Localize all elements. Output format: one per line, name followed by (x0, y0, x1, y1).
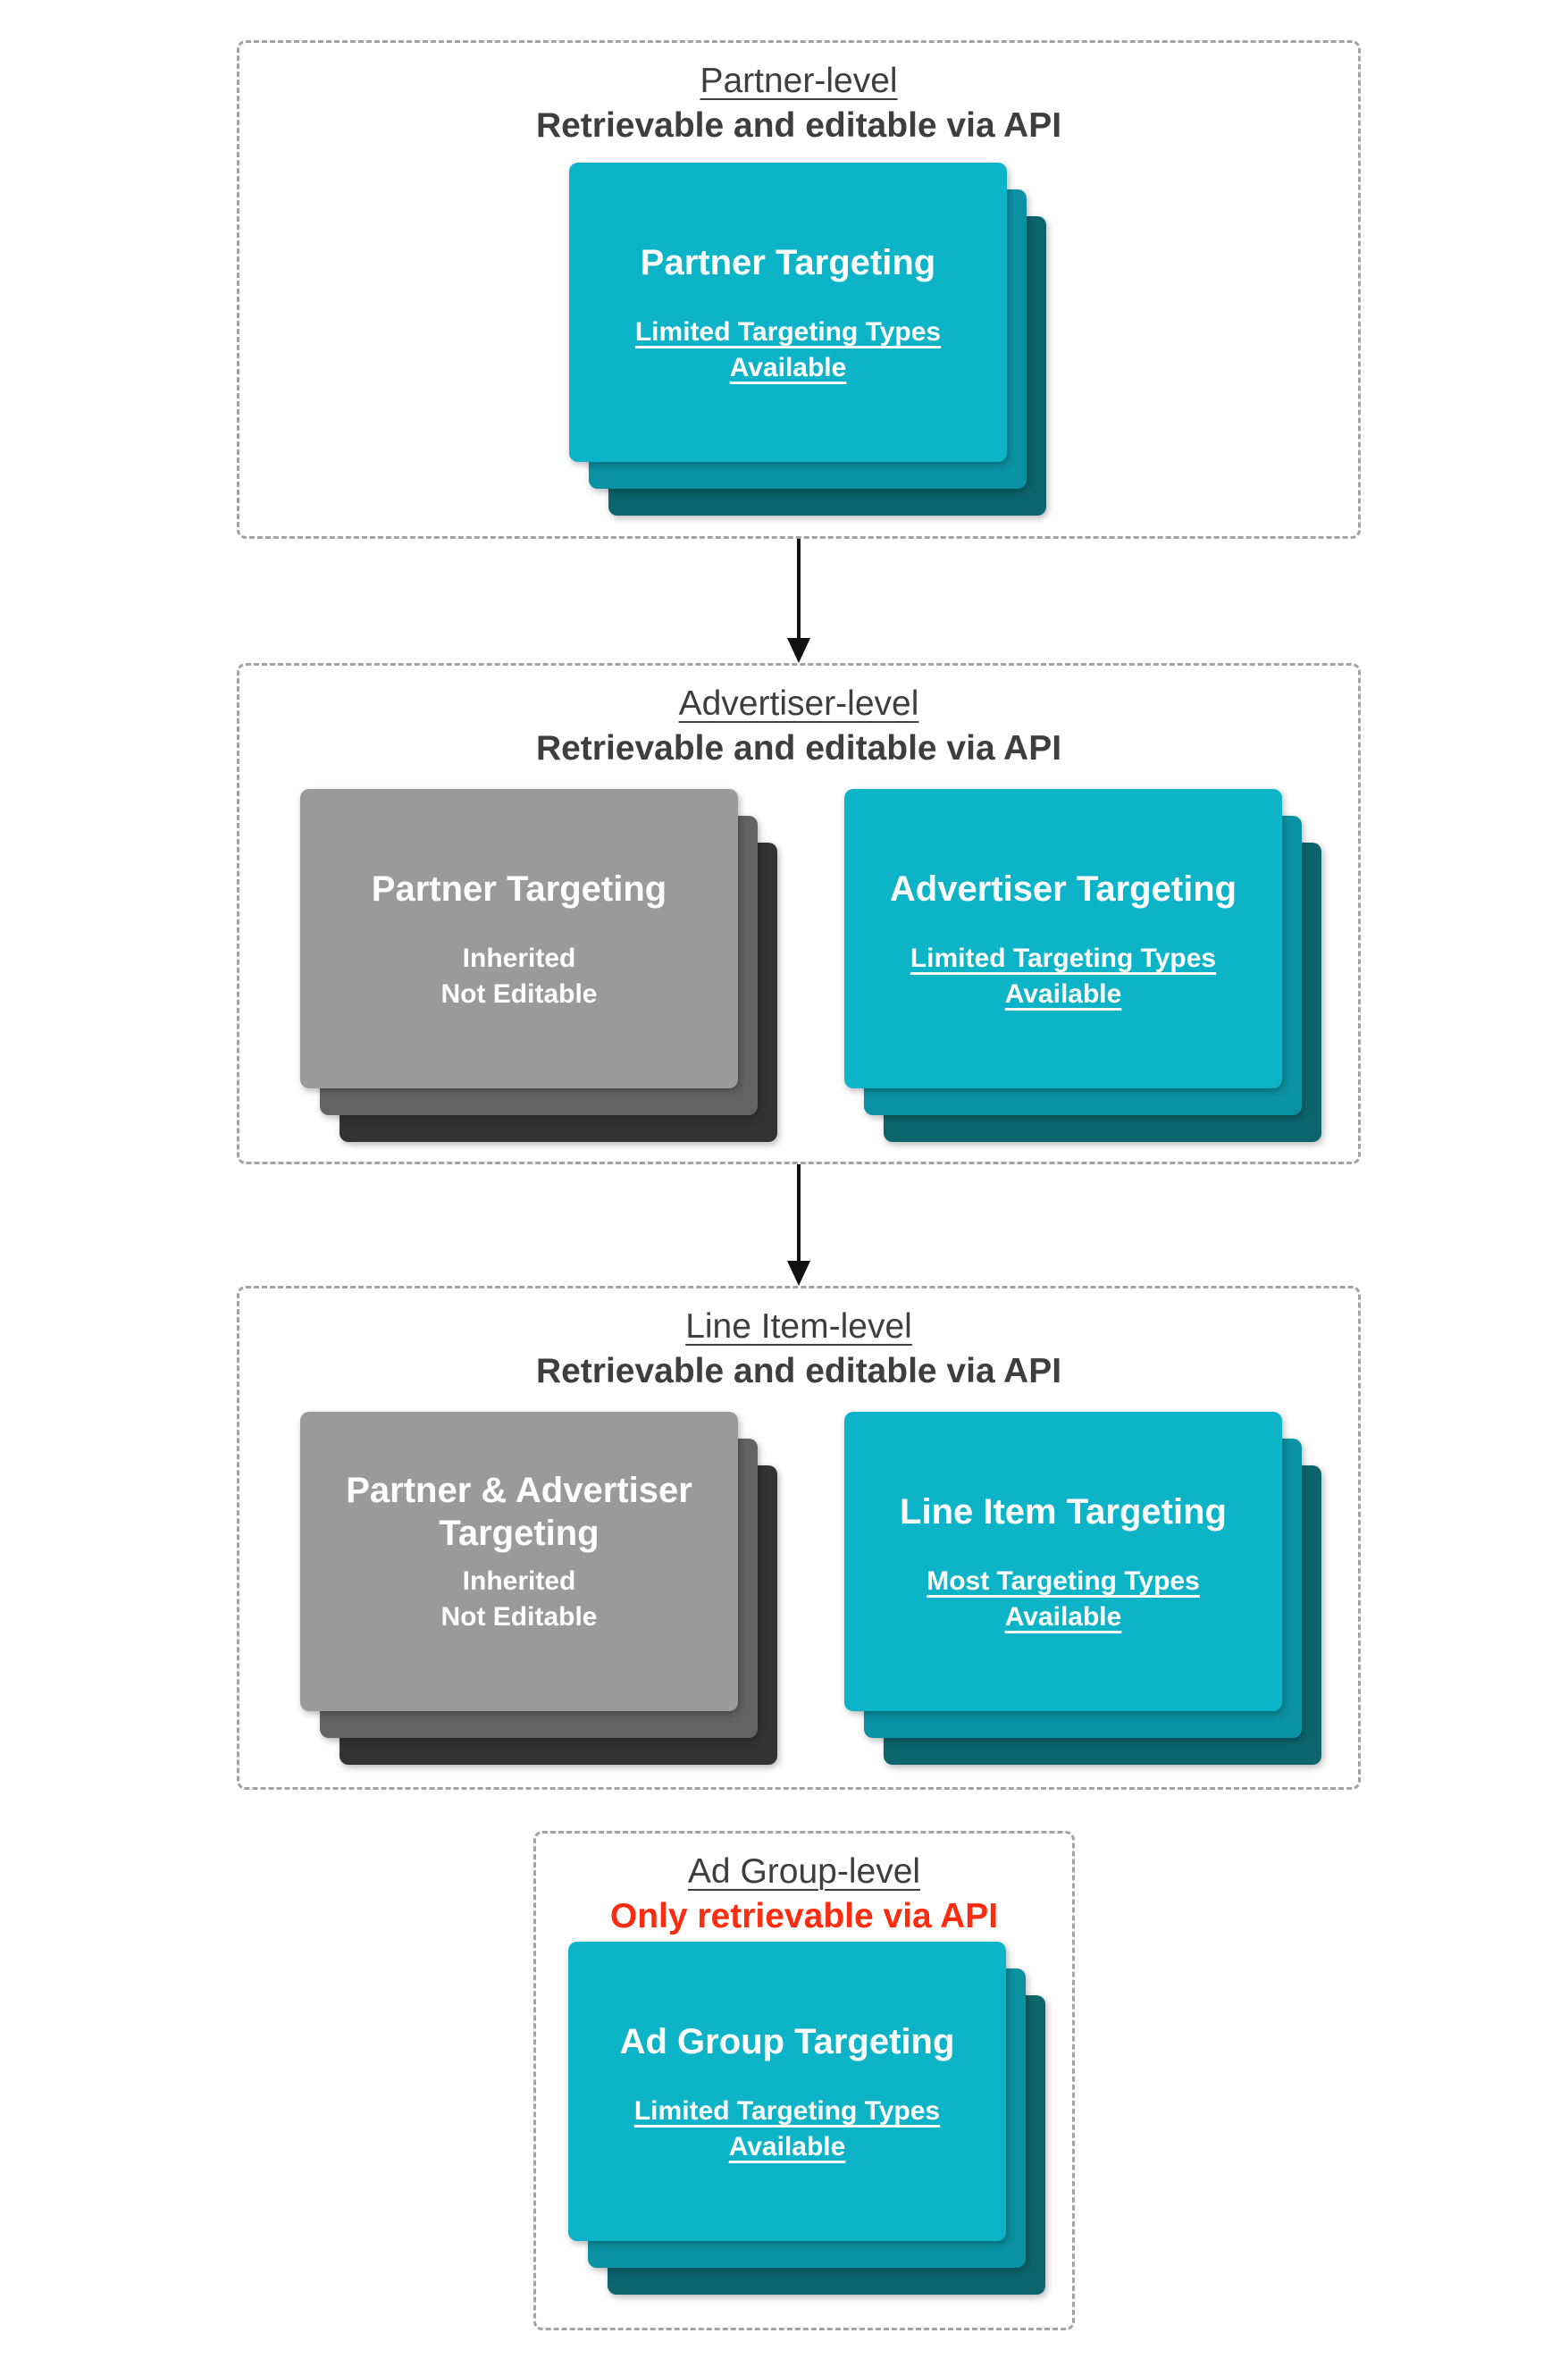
card-subtitle: Inherited Not Editable (300, 1564, 738, 1635)
section-title-line-item-level: Line Item-level (685, 1307, 912, 1346)
section-line-item-level: Line Item-level Retrievable and editable… (237, 1286, 1361, 1790)
card-stack-partner-targeting: Partner Targeting Limited Targeting Type… (569, 163, 1046, 516)
card-subtitle-line: Not Editable (440, 979, 598, 1009)
card-subtitle-line: Limited Targeting Types (634, 317, 942, 347)
card-ad-group-targeting: Ad Group Targeting Limited Targeting Typ… (568, 1942, 1006, 2241)
card-subtitle-line: Limited Targeting Types (633, 2096, 941, 2126)
section-title-ad-group-level: Ad Group-level (687, 1852, 921, 1891)
arrow-head-icon (787, 638, 810, 663)
card-subtitle-line: Most Targeting Types (927, 1566, 1200, 1596)
arrow-head-icon (787, 1261, 810, 1286)
section-subtitle-line-item-level: Retrievable and editable via API (535, 1352, 1062, 1390)
card-subtitle-line: Available (729, 353, 847, 382)
card-subtitle: Most Targeting Types Available (844, 1564, 1282, 1635)
card-title: Partner Targeting (371, 869, 667, 909)
card-subtitle: Limited Targeting Types Available (569, 315, 1007, 386)
card-title: Partner Targeting (640, 243, 936, 282)
card-partner-targeting: Partner Targeting Limited Targeting Type… (569, 163, 1007, 462)
card-subtitle-line: Available (728, 2132, 846, 2161)
card-stack-inherited-partner-targeting: Partner Targeting Inherited Not Editable (300, 789, 777, 1142)
section-subtitle-partner-level: Retrievable and editable via API (535, 106, 1062, 145)
section-subtitle-ad-group-level: Only retrievable via API (609, 1897, 999, 1935)
card-subtitle-line: Available (1004, 979, 1122, 1009)
section-advertiser-level: Advertiser-level Retrievable and editabl… (237, 663, 1361, 1164)
card-subtitle-line: Inherited (462, 1566, 576, 1596)
section-ad-group-level: Ad Group-level Only retrievable via API … (533, 1831, 1075, 2330)
arrow-shaft (797, 539, 801, 638)
card-partner-targeting-inherited: Partner Targeting Inherited Not Editable (300, 789, 738, 1088)
card-title: Ad Group Targeting (619, 2022, 955, 2061)
card-subtitle-line: Not Editable (440, 1602, 598, 1632)
section-partner-level: Partner-level Retrievable and editable v… (237, 40, 1361, 539)
section-title-partner-level: Partner-level (700, 62, 898, 100)
card-line-item-targeting: Line Item Targeting Most Targeting Types… (844, 1412, 1282, 1711)
section-subtitle-advertiser-level: Retrievable and editable via API (535, 729, 1062, 768)
card-subtitle: Inherited Not Editable (300, 941, 738, 1012)
card-subtitle: Limited Targeting Types Available (844, 941, 1282, 1012)
card-advertiser-targeting: Advertiser Targeting Limited Targeting T… (844, 789, 1282, 1088)
card-stack-line-item-targeting: Line Item Targeting Most Targeting Types… (844, 1412, 1321, 1765)
card-title: Advertiser Targeting (889, 869, 1237, 909)
flow-arrow-partner-to-advertiser (785, 539, 812, 663)
card-title: Line Item Targeting (900, 1492, 1227, 1532)
card-stack-advertiser-targeting: Advertiser Targeting Limited Targeting T… (844, 789, 1321, 1142)
card-subtitle: Limited Targeting Types Available (568, 2094, 1006, 2165)
flow-arrow-advertiser-to-lineitem (785, 1164, 812, 1286)
card-subtitle-line: Inherited (462, 944, 576, 973)
card-stack-ad-group-targeting: Ad Group Targeting Limited Targeting Typ… (568, 1942, 1045, 2295)
card-partner-advertiser-targeting-inherited: Partner & Advertiser Targeting Inherited… (300, 1412, 738, 1711)
card-subtitle-line: Limited Targeting Types (910, 944, 1217, 973)
card-stack-inherited-partner-advertiser-targeting: Partner & Advertiser Targeting Inherited… (300, 1412, 777, 1765)
card-title: Partner & Advertiser Targeting (346, 1471, 692, 1553)
card-subtitle-line: Available (1004, 1602, 1122, 1632)
arrow-shaft (797, 1164, 801, 1261)
section-title-advertiser-level: Advertiser-level (678, 684, 919, 723)
